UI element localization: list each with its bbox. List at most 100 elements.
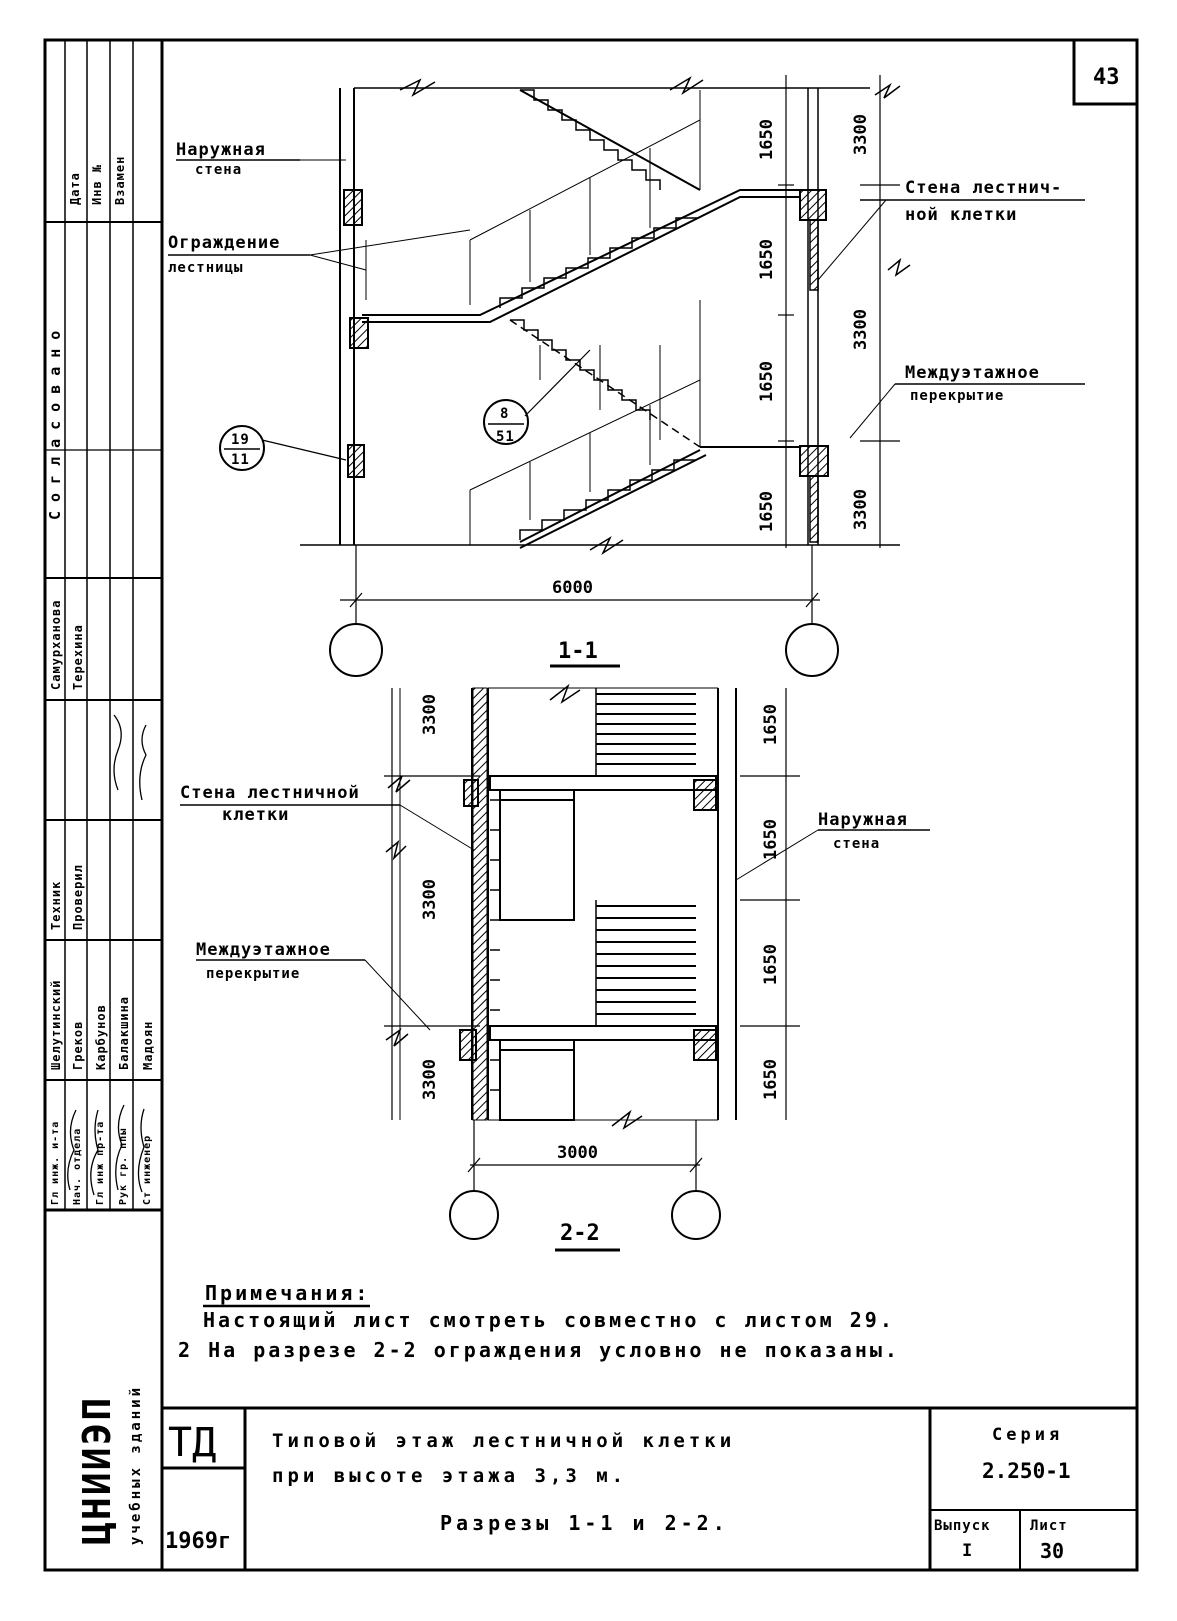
section-1-dim-3300-b: 3300 bbox=[851, 309, 871, 350]
section-2-axis-markers bbox=[449, 1190, 721, 1240]
section-1-label-outer-wall: Наружная стена bbox=[176, 140, 346, 178]
title-block bbox=[162, 1406, 1137, 1570]
section-2-treads-upper bbox=[595, 688, 696, 776]
section-1-ref-left: 19 11 bbox=[219, 425, 347, 471]
svg-text:Междуэтажное: Междуэтажное bbox=[905, 363, 1040, 383]
svg-text:Балакшина: Балакшина bbox=[117, 996, 131, 1070]
section-2-dim-1650-c: 1650 bbox=[761, 944, 781, 985]
svg-text:стена: стена bbox=[195, 162, 242, 178]
section-1-railings bbox=[365, 90, 701, 545]
stamp-field-replace: Взамен bbox=[113, 156, 127, 205]
title-block-code: ТД bbox=[168, 1420, 216, 1466]
svg-text:Гл инж пр-та: Гл инж пр-та bbox=[95, 1121, 106, 1205]
stamp-org-name: ЦНИИЭП bbox=[75, 1396, 119, 1545]
section-1-break-marks bbox=[354, 76, 911, 556]
title-block-line-1: Типовой этаж лестничной клетки bbox=[272, 1430, 735, 1452]
svg-text:Мадоян: Мадоян bbox=[141, 1021, 155, 1070]
svg-text:19: 19 bbox=[231, 432, 250, 448]
notes-item-2: 2 На разрезе 2-2 ограждения условно не п… bbox=[178, 1338, 900, 1362]
svg-text:клетки: клетки bbox=[222, 805, 289, 825]
section-2-label-floor: Междуэтажное перекрытие bbox=[196, 940, 431, 1031]
svg-text:лестницы: лестницы bbox=[168, 260, 243, 276]
svg-text:перекрытие: перекрытие bbox=[206, 966, 300, 982]
svg-text:перекрытие: перекрытие bbox=[910, 388, 1004, 404]
section-2-dim-1650-a: 1650 bbox=[761, 704, 781, 745]
svg-text:Междуэтажное: Междуэтажное bbox=[196, 940, 331, 960]
section-2-dim-3300-c: 3300 bbox=[420, 1059, 440, 1100]
svg-text:Наружная: Наружная bbox=[176, 140, 266, 160]
section-1-axis-markers bbox=[329, 623, 839, 677]
stamp-names-a: Самурханова Терехина bbox=[49, 600, 85, 690]
title-block-sheet-value: 30 bbox=[1040, 1539, 1064, 1563]
section-1-hatched-blocks bbox=[343, 189, 829, 478]
title-block-issue-value: I bbox=[962, 1541, 972, 1561]
section-1-label-railing: Ограждение лестницы bbox=[168, 229, 471, 276]
svg-text:стена: стена bbox=[833, 836, 880, 852]
sheet-number: 43 bbox=[1093, 65, 1120, 90]
section-1-slabs bbox=[362, 89, 800, 549]
section-1-dim-1650-b: 1650 bbox=[757, 239, 777, 280]
svg-text:Рук гр. ппы: Рук гр. ппы bbox=[118, 1128, 129, 1205]
section-2-dim-1650-b: 1650 bbox=[761, 819, 781, 860]
svg-text:Ст инженер: Ст инженер bbox=[142, 1135, 153, 1205]
title-block-line-2: при высоте этажа 3,3 м. bbox=[272, 1465, 627, 1487]
svg-text:Терехина: Терехина bbox=[71, 624, 85, 690]
svg-text:Карбунов: Карбунов bbox=[94, 1004, 108, 1070]
title-block-year: 1969г bbox=[165, 1529, 231, 1554]
stamp-top-fields: Дата Инв № Взамен bbox=[68, 156, 127, 205]
stamp-names-b: Техник Проверил bbox=[49, 864, 85, 930]
stamp-field-inventory: Инв № bbox=[90, 164, 104, 205]
section-2-walls bbox=[399, 687, 737, 1121]
section-1-1: 1650 1650 1650 1650 3300 3300 3300 6000 … bbox=[168, 75, 1085, 677]
title-block-sheet-label: Лист bbox=[1030, 1518, 1068, 1534]
svg-text:Техник: Техник bbox=[49, 881, 63, 930]
section-2-label-outer-wall: Наружная стена bbox=[735, 810, 930, 881]
section-2-dim-width: 3000 bbox=[557, 1143, 598, 1163]
svg-text:Гл инж. и-та: Гл инж. и-та bbox=[50, 1121, 61, 1205]
section-2-treads-middle bbox=[595, 900, 696, 1026]
section-1-flights bbox=[499, 89, 701, 540]
title-block-series-label: Серия bbox=[992, 1425, 1063, 1445]
svg-text:Стена лестничной: Стена лестничной bbox=[180, 783, 360, 803]
svg-text:8: 8 bbox=[500, 406, 509, 422]
svg-text:Наружная: Наружная bbox=[818, 810, 908, 830]
svg-text:Проверил: Проверил bbox=[71, 864, 85, 930]
section-2-label-stair-wall: Стена лестничной клетки bbox=[180, 783, 475, 851]
svg-text:51: 51 bbox=[496, 429, 515, 445]
notes-heading: Примечания: bbox=[205, 1281, 370, 1305]
stamp-roles: Гл инж. и-та Нач. отдела Гл инж пр-та Ру… bbox=[50, 1121, 153, 1205]
stamp-agreed: Согласовано bbox=[46, 322, 64, 520]
section-2-2: 3300 3300 3300 1650 1650 1650 1650 3000 … bbox=[180, 683, 930, 1252]
section-1-dim-1650-d: 1650 bbox=[757, 491, 777, 532]
svg-text:Греков: Греков bbox=[71, 1021, 85, 1070]
section-1-caption: 1-1 bbox=[558, 639, 598, 664]
section-2-dim-3300-a: 3300 bbox=[420, 694, 440, 735]
title-block-series-value: 2.250-1 bbox=[982, 1459, 1071, 1483]
section-1-dim-3300-a: 3300 bbox=[851, 114, 871, 155]
stamp-field-date: Дата bbox=[68, 172, 82, 205]
stamp-names-c: Шелутинский Греков Карбунов Балакшина Ма… bbox=[49, 980, 155, 1070]
section-2-dimensions bbox=[384, 688, 800, 1190]
left-stamp bbox=[45, 40, 162, 1212]
section-2-stringer-left bbox=[490, 799, 500, 1091]
svg-text:Самурханова: Самурханова bbox=[49, 600, 63, 690]
sheet-frame bbox=[43, 38, 1139, 1572]
section-1-dimensions bbox=[340, 75, 900, 625]
svg-text:Нач. отдела: Нач. отдела bbox=[72, 1128, 83, 1205]
notes-item-1: Настоящий лист смотреть совместно с лист… bbox=[203, 1308, 895, 1332]
title-block-line-3: Разрезы 1-1 и 2-2. bbox=[440, 1511, 729, 1535]
section-2-dim-3300-b: 3300 bbox=[420, 879, 440, 920]
svg-text:ной клетки: ной клетки bbox=[905, 205, 1017, 225]
svg-text:Шелутинский: Шелутинский bbox=[49, 980, 63, 1070]
section-1-dim-width: 6000 bbox=[552, 578, 593, 598]
section-1-dim-3300-c: 3300 bbox=[851, 489, 871, 530]
section-2-dim-1650-d: 1650 bbox=[761, 1059, 781, 1100]
svg-text:Стена лестнич-: Стена лестнич- bbox=[905, 178, 1062, 198]
svg-text:11: 11 bbox=[231, 452, 250, 468]
stamp-org-sub: учебных зданий bbox=[128, 1385, 144, 1545]
section-1-dim-1650-a: 1650 bbox=[757, 119, 777, 160]
section-1-ref-center: 8 51 bbox=[483, 349, 591, 445]
section-2-caption: 2-2 bbox=[560, 1221, 600, 1246]
section-1-dim-1650-c: 1650 bbox=[757, 361, 777, 402]
